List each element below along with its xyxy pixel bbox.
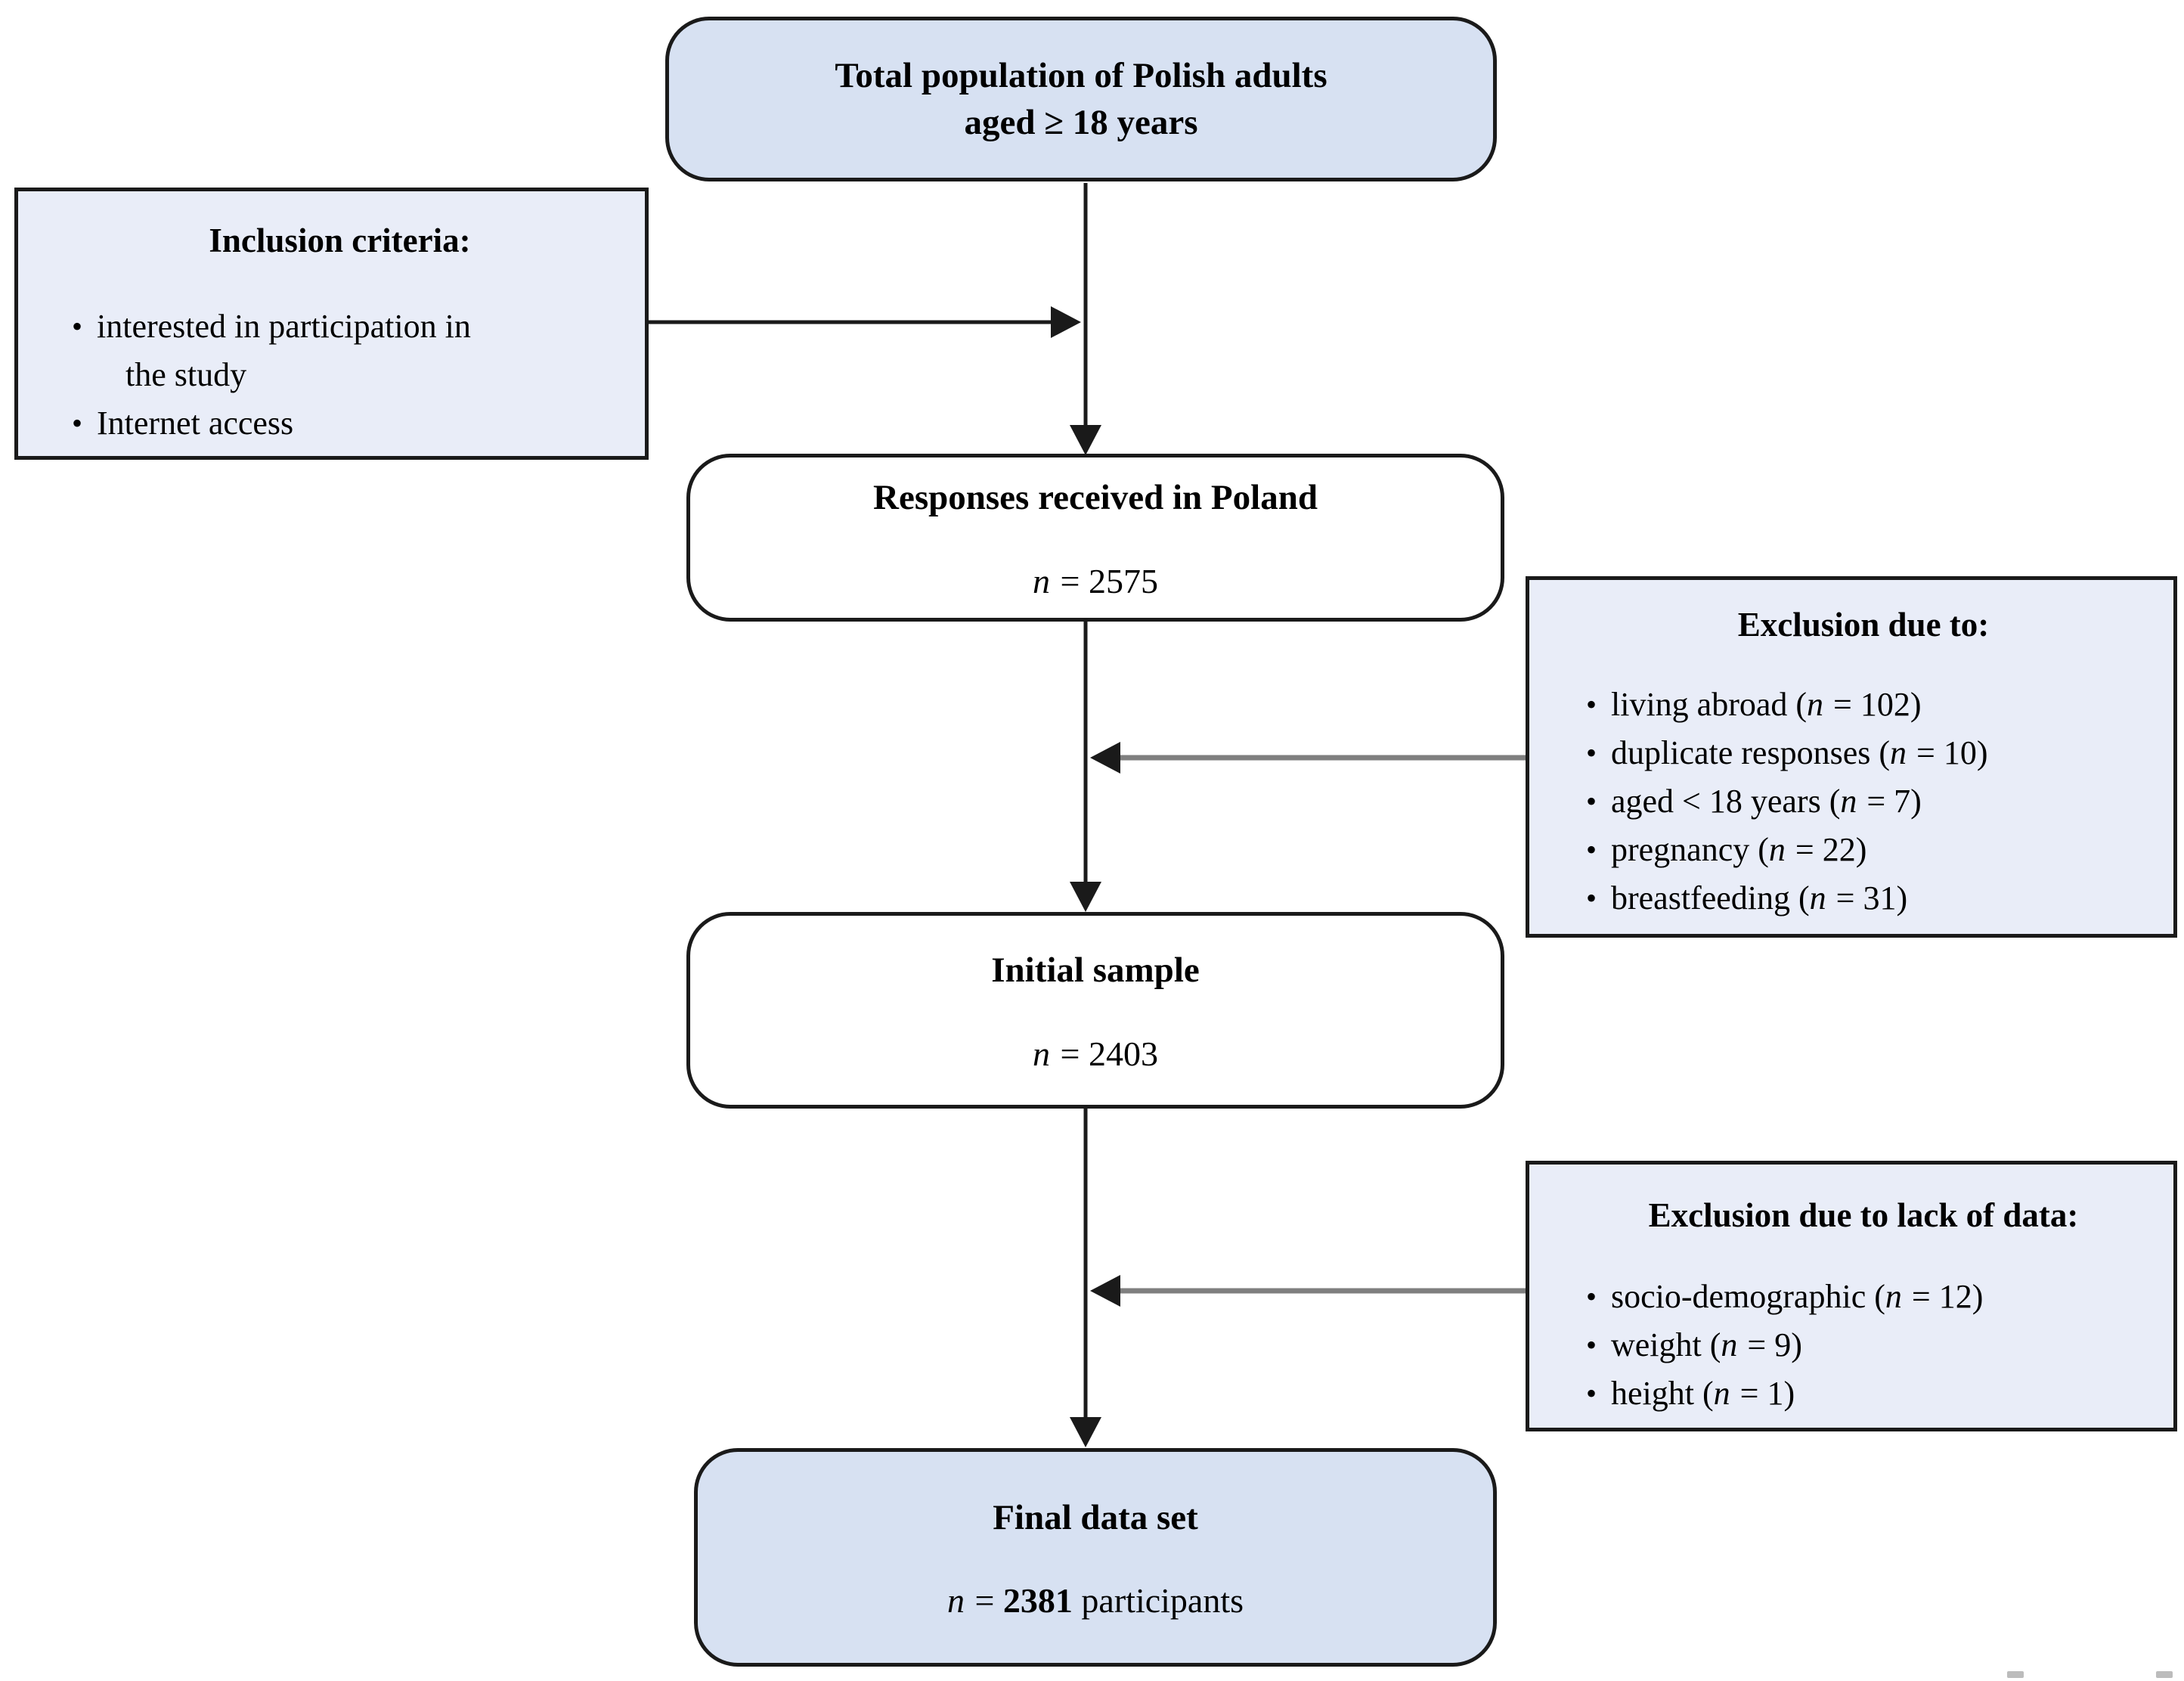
node-title: Exclusion due to lack of data:	[1648, 1196, 2079, 1234]
bullet-item: • breastfeeding (n = 31)	[1572, 874, 2155, 923]
bullet-text: pregnancy (n = 22)	[1611, 831, 1867, 869]
node-title: Final data set	[993, 1497, 1198, 1537]
bullet-item: • weight (n = 9)	[1572, 1321, 2155, 1369]
bullet-item: • duplicate responses (n = 10)	[1572, 729, 2155, 777]
bullet-item: • interested in participation in the stu…	[57, 302, 622, 399]
bullet-marker: •	[1585, 1328, 1597, 1363]
bullet-text: height (n = 1)	[1611, 1375, 1795, 1413]
bullet-item: • height (n = 1)	[1572, 1369, 2155, 1418]
node-initial-sample: Initial sample n = 2403	[686, 912, 1504, 1109]
arrow-exclusion1-to-line	[1090, 742, 1526, 774]
sample-size: n = 2403	[1033, 1034, 1158, 1073]
bullet-item: • socio-demographic (n = 12)	[1572, 1273, 2155, 1321]
node-title: Exclusion due to:	[1737, 606, 1990, 644]
bullet-item: • living abroad (n = 102)	[1572, 681, 2155, 729]
node-exclusion-2: Exclusion due to lack of data: • socio-d…	[1526, 1161, 2177, 1431]
bullet-item: • pregnancy (n = 22)	[1572, 826, 2155, 874]
bullet-list: • socio-demographic (n = 12) • weight (n…	[1572, 1273, 2155, 1418]
bullet-marker: •	[71, 406, 82, 441]
bullet-text: weight (n = 9)	[1611, 1326, 1802, 1364]
node-title: Inclusion criteria:	[209, 222, 471, 259]
bullet-list: • living abroad (n = 102) • duplicate re…	[1572, 681, 2155, 923]
arrow-responses-to-initial	[1070, 622, 1101, 912]
bullet-marker: •	[1585, 1279, 1597, 1314]
bullet-marker: •	[71, 309, 82, 344]
bullet-marker: •	[1585, 784, 1597, 819]
bullet-text: Internet access	[97, 405, 294, 442]
node-final-dataset: Final data set n = 2381 participants	[694, 1448, 1497, 1667]
bullet-marker: •	[1585, 736, 1597, 771]
bullet-marker: •	[1585, 881, 1597, 916]
bullet-list: • interested in participation in the stu…	[57, 302, 622, 448]
node-responses-received: Responses received in Poland n = 2575	[686, 454, 1504, 622]
node-title: Responses received in Poland	[873, 478, 1318, 518]
sample-size: n = 2381 participants	[946, 1581, 1244, 1621]
bullet-item: • aged < 18 years (n = 7)	[1572, 777, 2155, 826]
bullet-text: breastfeeding (n = 31)	[1611, 879, 1908, 917]
bullet-text: socio-demographic (n = 12)	[1611, 1278, 1984, 1316]
sample-size: n = 2575	[1033, 561, 1158, 600]
artifact-mark	[2007, 1671, 2024, 1678]
bullet-marker: •	[1585, 833, 1597, 867]
arrow-total-to-responses	[1070, 183, 1101, 455]
arrow-exclusion2-to-line	[1090, 1275, 1526, 1307]
node-exclusion-1: Exclusion due to: • living abroad (n = 1…	[1526, 576, 2177, 938]
node-title: Initial sample	[991, 951, 1200, 991]
node-inclusion-criteria: Inclusion criteria: • interested in part…	[14, 188, 649, 460]
arrow-inclusion-to-line	[649, 306, 1081, 338]
bullet-marker: •	[1585, 1376, 1597, 1411]
bullet-marker: •	[1585, 687, 1597, 722]
bullet-item: • Internet access	[57, 399, 622, 448]
bullet-text: living abroad (n = 102)	[1611, 686, 1922, 724]
bullet-text: interested in participation in the study	[97, 308, 471, 394]
bullet-text: aged < 18 years (n = 7)	[1611, 783, 1922, 820]
bullet-text: duplicate responses (n = 10)	[1611, 734, 1988, 772]
node-total-population: Total population of Polish adults aged ≥…	[665, 17, 1497, 181]
artifact-mark	[2156, 1671, 2173, 1678]
node-title: Total population of Polish adults aged ≥…	[835, 55, 1327, 142]
arrow-initial-to-final	[1070, 1108, 1101, 1447]
